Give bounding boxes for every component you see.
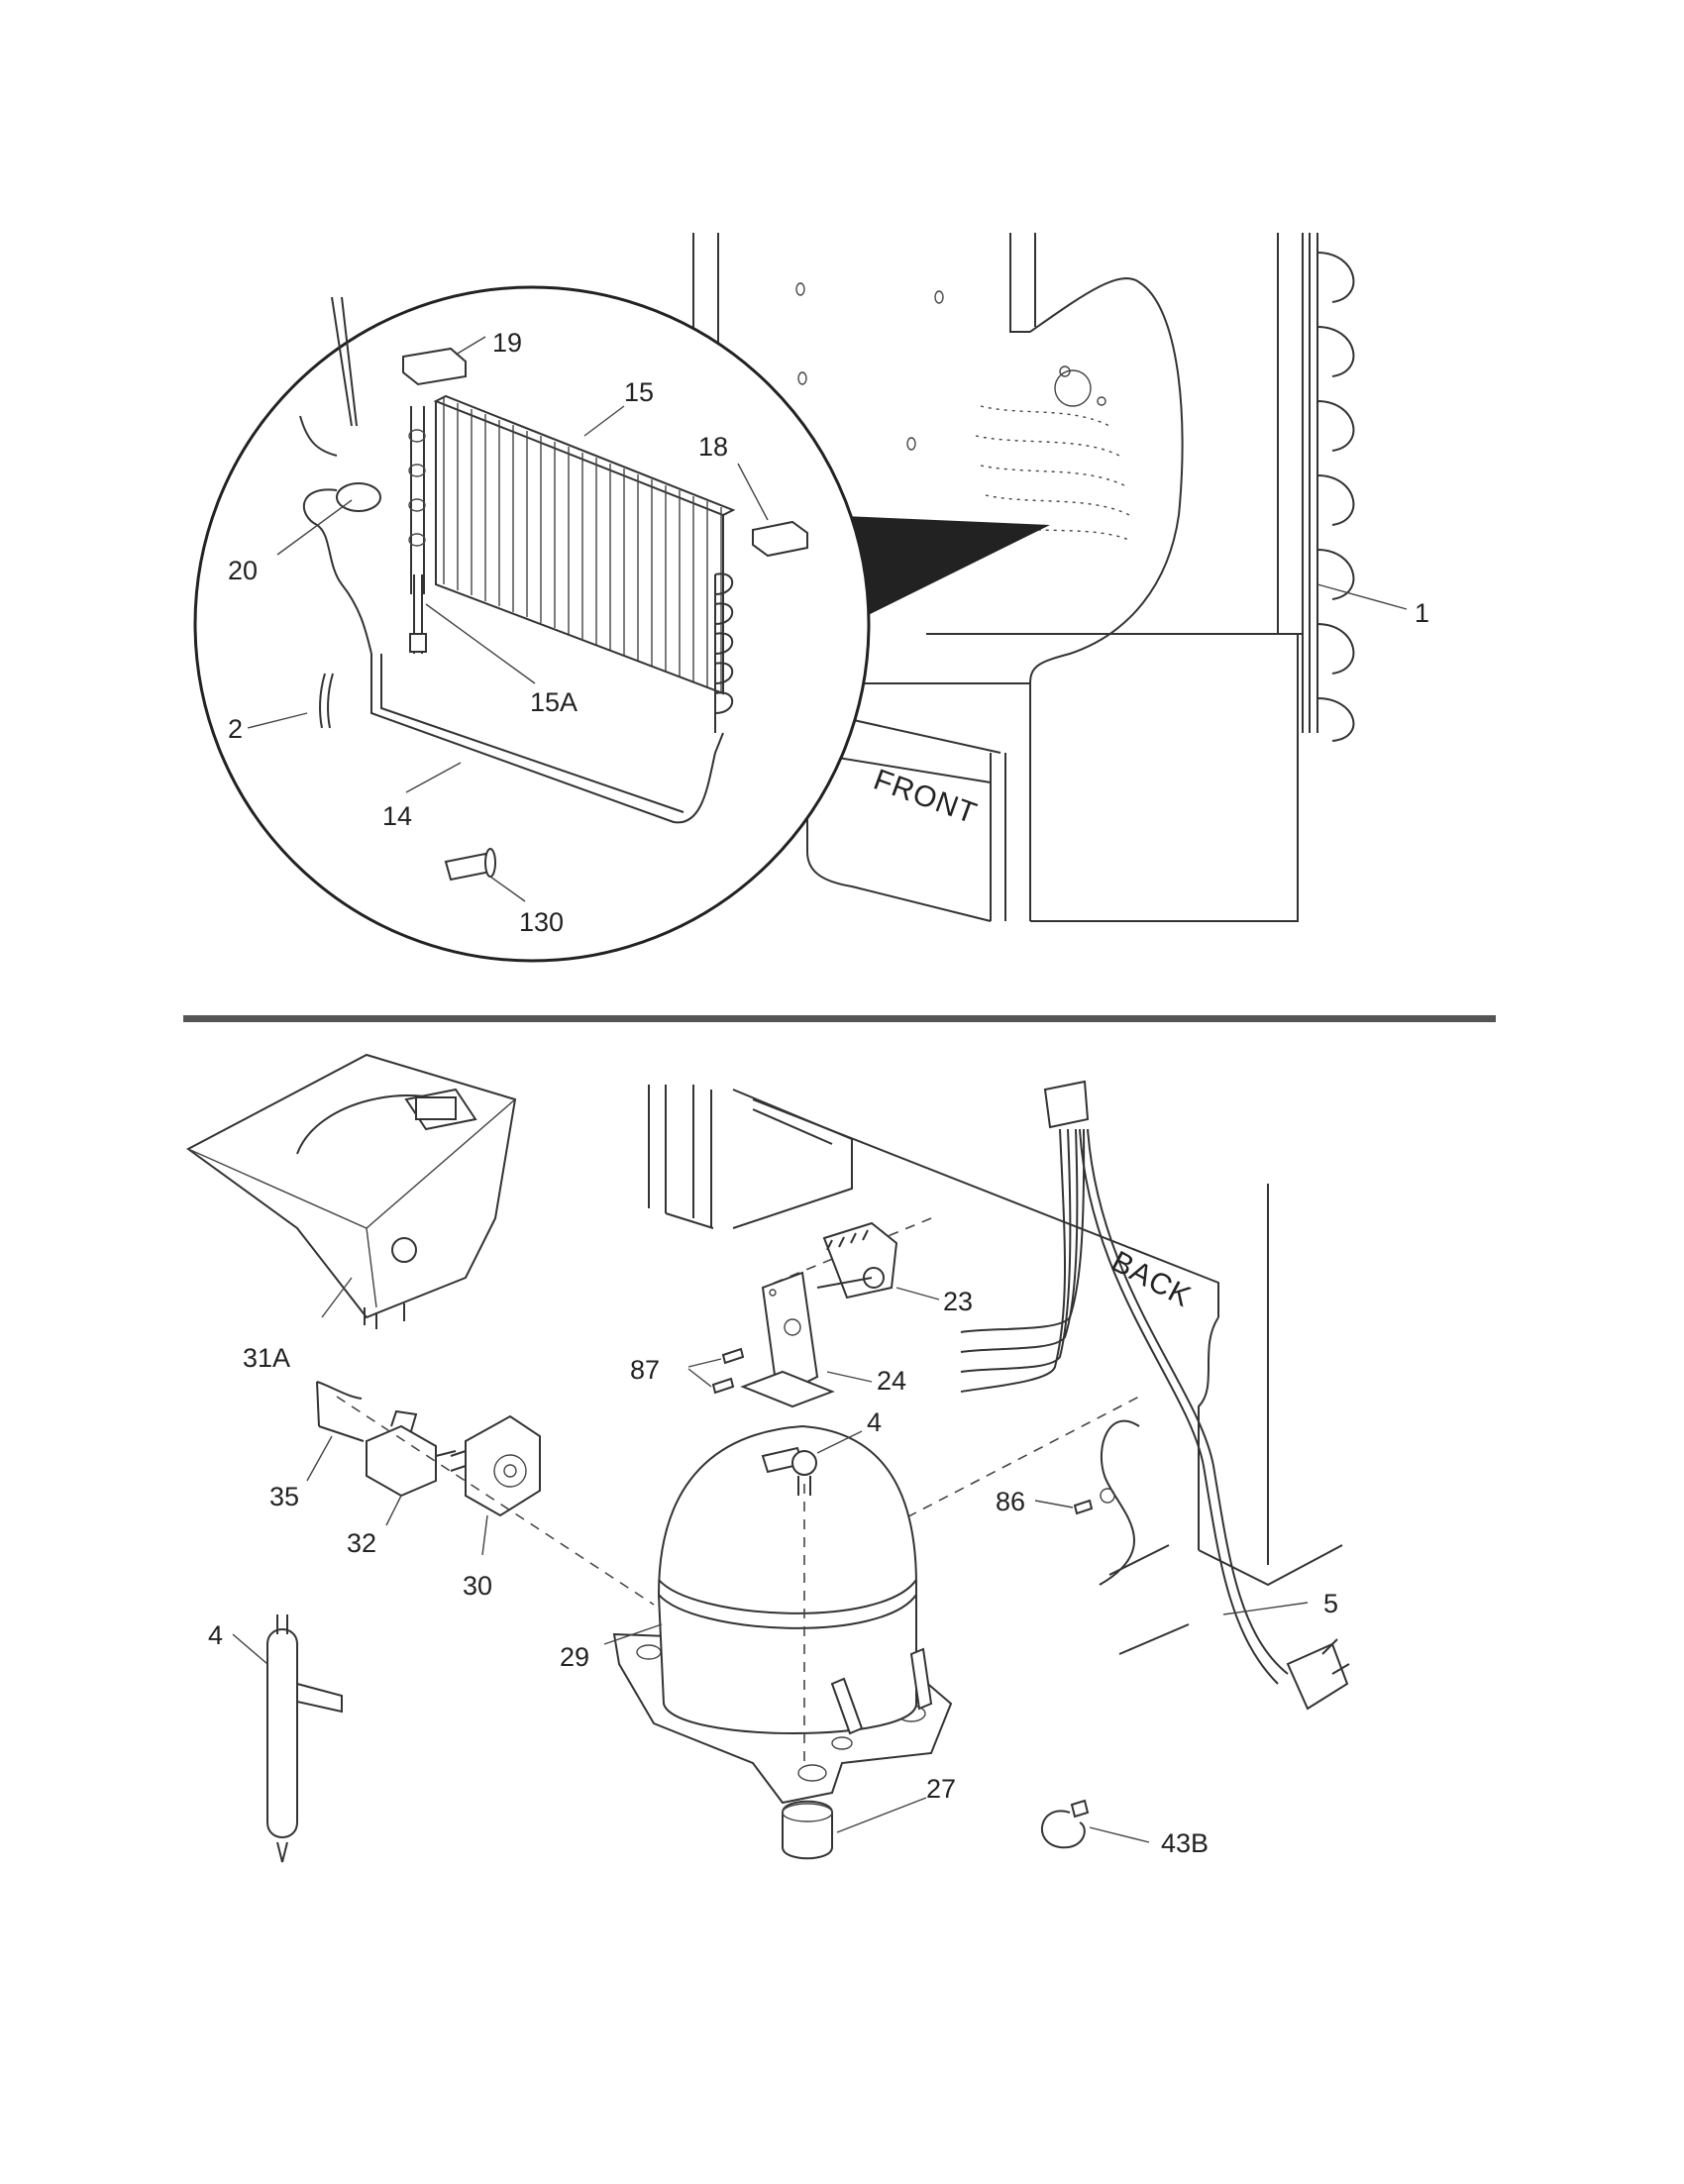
part-86-screw bbox=[1073, 1488, 1115, 1515]
part-2-clip bbox=[319, 673, 334, 729]
part-55-overload bbox=[366, 1409, 457, 1498]
part-29-compressor bbox=[612, 1424, 953, 1805]
callout-86: 86 bbox=[996, 1487, 1025, 1516]
label-front: FRONT bbox=[870, 764, 982, 831]
detail-circle bbox=[193, 285, 871, 963]
callout-87: 87 bbox=[630, 1355, 660, 1385]
part-4-drier bbox=[266, 1614, 343, 1863]
part-27-grommet bbox=[782, 1800, 833, 1860]
callout-2: 2 bbox=[228, 714, 243, 744]
part-18-block bbox=[752, 520, 808, 558]
part-35-screw bbox=[791, 1450, 817, 1496]
callout-130: 130 bbox=[519, 907, 564, 937]
callout-23: 23 bbox=[943, 1287, 973, 1316]
callout-19: 19 bbox=[492, 328, 522, 358]
evaporator bbox=[408, 394, 736, 733]
part-14-heater bbox=[370, 654, 724, 824]
callout-5: 5 bbox=[1323, 1589, 1338, 1618]
part-19-block bbox=[402, 347, 467, 386]
callout-30: 30 bbox=[463, 1571, 492, 1601]
part-23-relay bbox=[822, 1221, 898, 1300]
callout-32: 35 bbox=[269, 1482, 299, 1511]
callout-27: 27 bbox=[926, 1774, 956, 1804]
part-15a-sensor bbox=[409, 574, 427, 654]
callout-18: 18 bbox=[698, 432, 728, 462]
section-divider bbox=[183, 1015, 1496, 1022]
part-43b-clip bbox=[1041, 1799, 1090, 1849]
part-32-clip bbox=[316, 1381, 365, 1442]
callout-4: 4 bbox=[208, 1620, 223, 1650]
callout-14: 14 bbox=[382, 801, 412, 831]
callout-29: 29 bbox=[560, 1642, 589, 1672]
part-20-thermostat bbox=[299, 296, 381, 655]
callout-55: 32 bbox=[347, 1528, 376, 1558]
callout-1: 1 bbox=[1415, 598, 1429, 628]
callout-31a: 31A bbox=[243, 1343, 290, 1373]
callout-43b: 43B bbox=[1161, 1828, 1209, 1858]
wiring-harness bbox=[960, 1080, 1350, 1711]
part-31a-box bbox=[186, 1053, 517, 1329]
callout-35: 4 bbox=[867, 1407, 882, 1437]
callout-24: 24 bbox=[877, 1366, 906, 1396]
callout-15a: 15A bbox=[530, 687, 578, 717]
callout-20: 20 bbox=[228, 556, 258, 585]
callout-15: 15 bbox=[624, 377, 654, 407]
detail-projection-wedge bbox=[820, 515, 1050, 634]
part-87-screws bbox=[711, 1347, 745, 1395]
part-24-bracket bbox=[740, 1271, 873, 1408]
part-30-relay bbox=[450, 1414, 541, 1517]
condenser-coil bbox=[1302, 233, 1355, 742]
